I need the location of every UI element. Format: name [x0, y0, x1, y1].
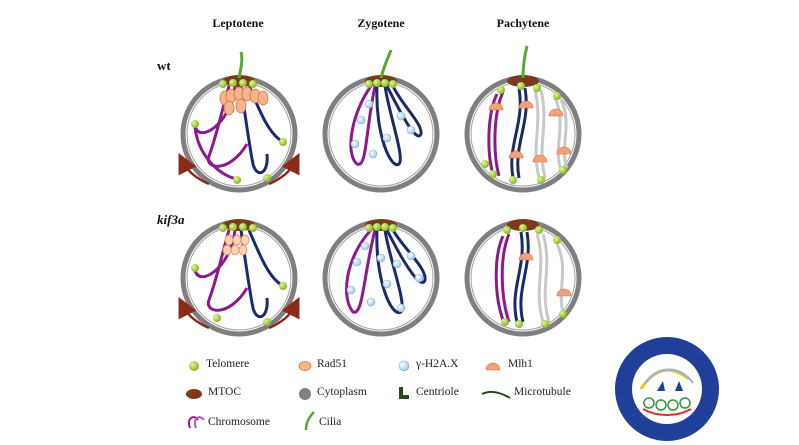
chromosome [519, 231, 530, 323]
cell-kif3a-zygotene [322, 219, 440, 337]
chromosome [510, 87, 522, 179]
h2ax-icon [398, 360, 410, 372]
telomeres [365, 79, 397, 88]
chromosome [375, 85, 402, 167]
legend-label-microtubule: Microtubule [514, 386, 571, 398]
cilia [521, 45, 529, 79]
cell-kif3a-leptotene [178, 219, 300, 337]
telomeres [501, 224, 567, 328]
telomeres [191, 79, 287, 184]
mtoc-icon [186, 389, 202, 399]
chromosome [487, 93, 499, 175]
chromosome [513, 231, 524, 323]
chromosome [535, 233, 545, 323]
mtoc [507, 75, 539, 87]
chromosome [516, 87, 528, 179]
chromosome [206, 85, 249, 168]
chromosome [385, 85, 423, 138]
legend-label-h2ax: γ-H2A.X [416, 358, 459, 370]
chromosome-icon [188, 416, 205, 429]
chromosome [493, 91, 505, 177]
chromosome [193, 125, 238, 181]
centriole-icon [399, 387, 409, 399]
chromosome [494, 235, 505, 321]
legend-label-mtoc: MTOC [208, 386, 242, 398]
chromosome [500, 233, 511, 323]
legend-label-mlh1: Mlh1 [508, 358, 533, 370]
chromosome [247, 229, 284, 288]
row-label-kif3a: kif3a [157, 212, 185, 227]
row-label-wt: wt [157, 58, 171, 73]
chromosome [553, 97, 563, 171]
chromosome [375, 229, 404, 315]
chromosome [555, 243, 565, 313]
chromosome [349, 85, 377, 166]
mlh1-icon [485, 362, 501, 371]
telomeres [481, 82, 567, 184]
legend-label-rad51: Rad51 [317, 358, 348, 370]
h2ax-foci [346, 241, 424, 313]
chromosome [206, 229, 249, 312]
telomere-icon [189, 361, 199, 371]
legend-label-chromosome: Chromosome [208, 416, 270, 428]
movement-arrow [268, 153, 300, 186]
movement-arrow [268, 297, 300, 330]
legend-label-centriole: Centriole [416, 386, 459, 398]
legend-label-cytoplasm: Cytoplasm [317, 386, 367, 398]
legend-icons [186, 360, 511, 431]
cilia [237, 51, 244, 79]
telomeres [365, 223, 397, 232]
chromosome [559, 99, 569, 169]
cell-wt-zygotene [322, 49, 440, 193]
cell-wt-pachytene [464, 45, 582, 193]
cell-kif3a-pachytene [464, 219, 582, 337]
rad51-cluster [222, 234, 250, 256]
stage-label-pachytene: Pachytene [496, 16, 550, 30]
chromosome [541, 233, 551, 323]
chromosome [533, 89, 541, 179]
chromosome [539, 89, 547, 179]
cell-wt-leptotene [178, 51, 300, 193]
movement-arrow [178, 153, 210, 186]
h2ax-foci [350, 99, 416, 159]
movement-arrow [178, 297, 210, 330]
rad51-cluster [219, 86, 269, 116]
cytoplasm-icon [299, 388, 311, 400]
legend-label-cilia: Cilia [319, 416, 342, 428]
lab-seal [615, 337, 719, 441]
rad51-icon [298, 361, 312, 371]
stage-label-leptotene: Leptotene [212, 16, 264, 30]
legend-label-telomere: Telomere [206, 358, 250, 370]
telomeres [191, 223, 287, 326]
cilia [379, 49, 393, 79]
chromosome [385, 229, 427, 284]
stage-label-zygotene: Zygotene [357, 16, 405, 30]
chromosome [345, 228, 377, 314]
mlh1-foci [488, 100, 572, 163]
cilia-icon [304, 411, 315, 431]
mlh1-foci [518, 252, 572, 297]
microtubule-icon [481, 390, 511, 399]
